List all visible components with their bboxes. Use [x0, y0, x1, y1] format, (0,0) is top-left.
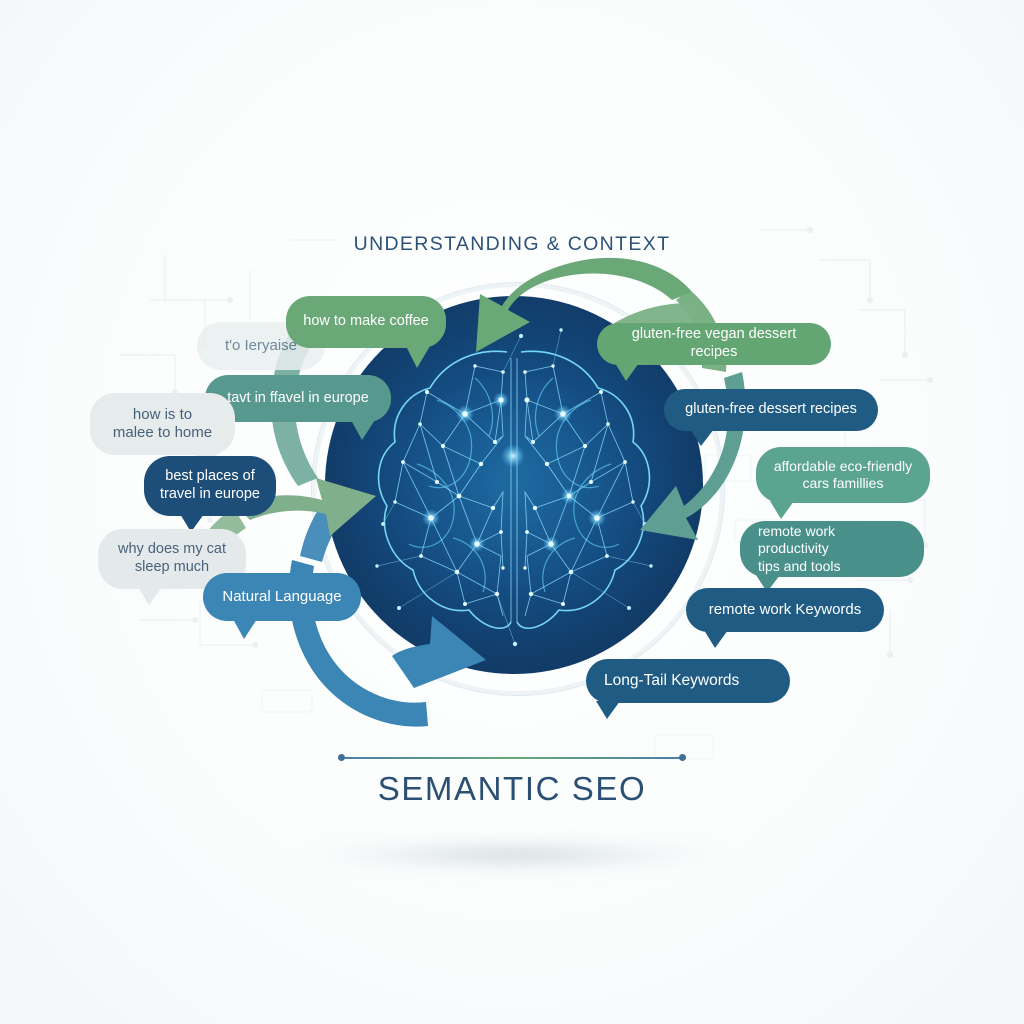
bubble-tail [180, 514, 204, 532]
drop-shadow [300, 838, 730, 872]
bubble-tail [233, 619, 257, 639]
bubble-tail [351, 420, 375, 440]
bubble-why-cat[interactable]: why does my cat sleep much [98, 529, 246, 605]
bubble-best-places[interactable]: best places of travel in europe [144, 456, 276, 532]
bubble-natural-language[interactable]: Natural Language [203, 573, 361, 639]
bubble-how-is-to-home[interactable]: how is to malee to home [90, 393, 235, 471]
bubble-tail [690, 429, 714, 446]
bubble-text: how to make coffee [303, 313, 429, 330]
divider-dot-right [679, 754, 686, 761]
bubble-tail [138, 587, 162, 605]
bubble-text: why does my cat sleep much [118, 541, 226, 575]
divider-line [344, 757, 680, 759]
bubble-text: gluten-free dessert recipes [685, 401, 857, 418]
bubble-tail [770, 501, 794, 519]
bubble-text: best places of travel in europe [160, 468, 260, 502]
bubble-text: remote work productivity tips and tools [758, 523, 841, 574]
bubble-tail [596, 701, 620, 719]
arrow-right-teal [640, 372, 746, 540]
bubble-text: how is to malee to home [112, 405, 213, 441]
brain-network-icon [375, 328, 653, 647]
page-title-bottom-group: SEMANTIC SEO [0, 752, 1024, 808]
title-divider [338, 752, 686, 764]
bubble-gluten-dessert[interactable]: gluten-free dessert recipes [664, 389, 878, 446]
bubble-text: t'o Ieryaise [224, 336, 298, 354]
bubble-remote-tips[interactable]: remote work productivity tips and tools [740, 521, 924, 592]
bubble-gluten-vegan[interactable]: gluten-free vegan dessert recipes [597, 323, 831, 381]
bubble-how-to-make-coffee[interactable]: how to make coffee [286, 296, 446, 368]
bubble-text: tavt in ffavel in europe [227, 389, 369, 406]
bubble-long-tail[interactable]: Long-Tail Keywords [586, 659, 790, 719]
page-title-top: UNDERSTANDING & CONTEXT [353, 233, 671, 255]
divider-dot-left [338, 754, 345, 761]
bubble-tail [756, 575, 780, 592]
bubble-tail [406, 346, 430, 368]
bubble-tail [704, 630, 728, 648]
bubble-eco-cars[interactable]: affordable eco-friendly cars famillies [756, 447, 930, 519]
bubble-text: affordable eco-friendly cars famillies [773, 457, 913, 491]
bubble-tail [615, 363, 639, 381]
center-glow [349, 335, 679, 635]
bubble-text: Long-Tail Keywords [604, 671, 740, 689]
bubble-text: remote work Keywords [708, 600, 862, 618]
center-ring [312, 283, 724, 695]
bubble-remote-keywords[interactable]: remote work Keywords [686, 588, 884, 648]
bubble-text: gluten-free vegan dessert recipes [631, 326, 797, 360]
page-title-bottom: SEMANTIC SEO [377, 770, 647, 807]
bubble-tavt-travel[interactable]: tavt in ffavel in europe [205, 375, 391, 440]
bubble-text: Natural Language [222, 587, 342, 605]
